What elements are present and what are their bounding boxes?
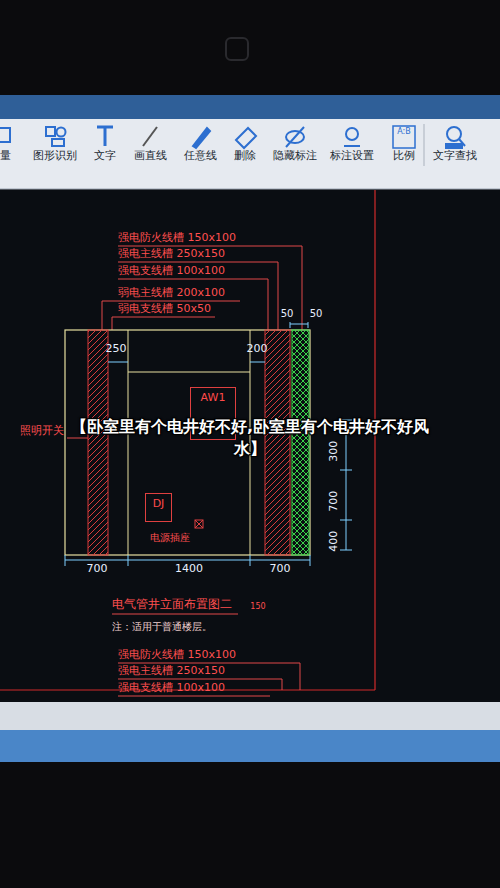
part-label: 强电防火线槽 150x100: [118, 649, 236, 662]
cad-canvas: [0, 190, 500, 702]
dimension: 250: [106, 343, 127, 356]
part-label: 弱电支线槽 50x50: [118, 303, 211, 316]
toolbar-separator: [424, 124, 425, 166]
box-label: AW1: [198, 388, 229, 404]
part-label: 强电防火线槽 150x100: [118, 232, 236, 245]
dimension: 700: [87, 563, 108, 576]
note: 注：适用于普通楼层。: [112, 621, 212, 633]
frame-border: [374, 190, 375, 690]
box-label: DJ: [150, 494, 168, 510]
toolbar-label: 比例: [393, 150, 415, 163]
dimension: 50: [310, 308, 323, 320]
toolbar-icons: [0, 126, 465, 148]
equipment-box: DJ: [145, 493, 172, 522]
drawing-title: 电气管井立面布置图二: [112, 598, 232, 612]
dimension: 200: [247, 343, 268, 356]
part-label: 弱电主线槽 200x100: [118, 287, 225, 300]
toolbar-label: 标注设置: [330, 150, 374, 163]
taskbar: [0, 730, 500, 762]
dimension: 700: [270, 563, 291, 576]
title-bar: [0, 95, 500, 119]
toolbar-label: 文字: [94, 150, 116, 163]
toolbar-label: 任意线: [184, 150, 217, 163]
part-label: 照明开关: [20, 425, 64, 438]
toolbar-label: 图形识别: [33, 150, 77, 163]
toolbar-label: 文字查找: [433, 150, 477, 163]
status-bar: [0, 702, 500, 730]
shaft-elevation: [65, 330, 310, 555]
toolbar-label: 删除: [234, 150, 256, 163]
dimension: 50: [281, 308, 294, 320]
part-label: 强电支线槽 100x100: [118, 682, 225, 695]
dimension-lines: [65, 322, 352, 566]
toolbar-edge: [0, 189, 500, 190]
part-label: 强电主线槽 250x150: [118, 665, 225, 678]
dimension: 300: [328, 441, 341, 462]
toolbar: [0, 119, 500, 189]
part-label: 强电主线槽 250x150: [118, 248, 225, 261]
dimension: 400: [328, 531, 341, 552]
dimension: 1400: [175, 563, 203, 576]
icon-text: A:B: [397, 127, 411, 136]
part-label: 强电支线槽 100x100: [118, 265, 225, 278]
leader-lines: [67, 246, 302, 696]
toolbar-label: 画直线: [134, 150, 167, 163]
scale-note: 150: [250, 602, 265, 611]
toolbar-label: 量: [0, 150, 11, 163]
camera: [226, 38, 248, 60]
toolbar-label: 隐藏标注: [273, 150, 317, 163]
part-label: 电源插座: [150, 532, 190, 544]
dimension: 700: [328, 491, 341, 512]
overlay-title: 【卧室里有个电井好不好,卧室里有个电井好不好风水】: [70, 416, 430, 461]
